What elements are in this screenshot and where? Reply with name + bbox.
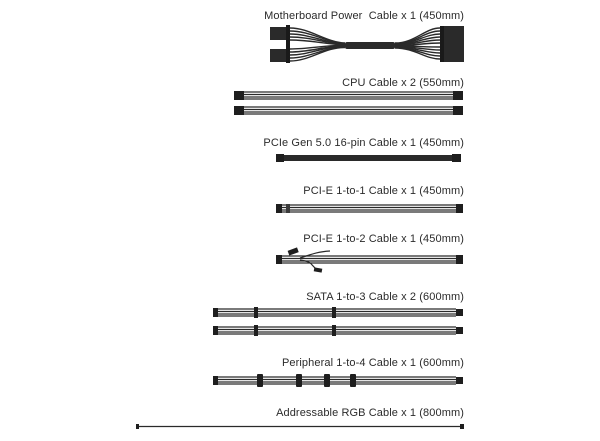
pcie-1to2-cable-image xyxy=(276,247,463,273)
peripheral-cable-image xyxy=(213,374,463,387)
pcie-1to1-cable-image xyxy=(276,204,463,213)
cpu-cable-image xyxy=(234,91,463,115)
pcie-1to2-cable-label: PCI-E 1-to-2 Cable x 1 (450mm) xyxy=(303,233,464,245)
peripheral-cable-label: Peripheral 1-to-4 Cable x 1 (600mm) xyxy=(281,357,464,369)
cpu-cable-label: CPU Cable x 2 (550mm) xyxy=(342,77,464,89)
rgb-cable-label: Addressable RGB Cable x 1 (800mm) xyxy=(276,407,464,419)
pcie-gen5-cable-image xyxy=(276,154,461,162)
sata-cable-label: SATA 1-to-3 Cable x 2 (600mm) xyxy=(306,291,464,303)
pcie-gen5-cable-label: PCIe Gen 5.0 16-pin Cable x 1 (450mm) xyxy=(263,137,464,149)
motherboard-cable-image xyxy=(270,25,464,63)
pcie-1to1-cable-label: PCI-E 1-to-1 Cable x 1 (450mm) xyxy=(303,185,464,197)
sata-cable-image xyxy=(213,307,463,336)
motherboard-cable-label: Motherboard Power Cable x 1 (450mm) xyxy=(264,10,464,22)
rgb-cable-image xyxy=(136,424,464,429)
